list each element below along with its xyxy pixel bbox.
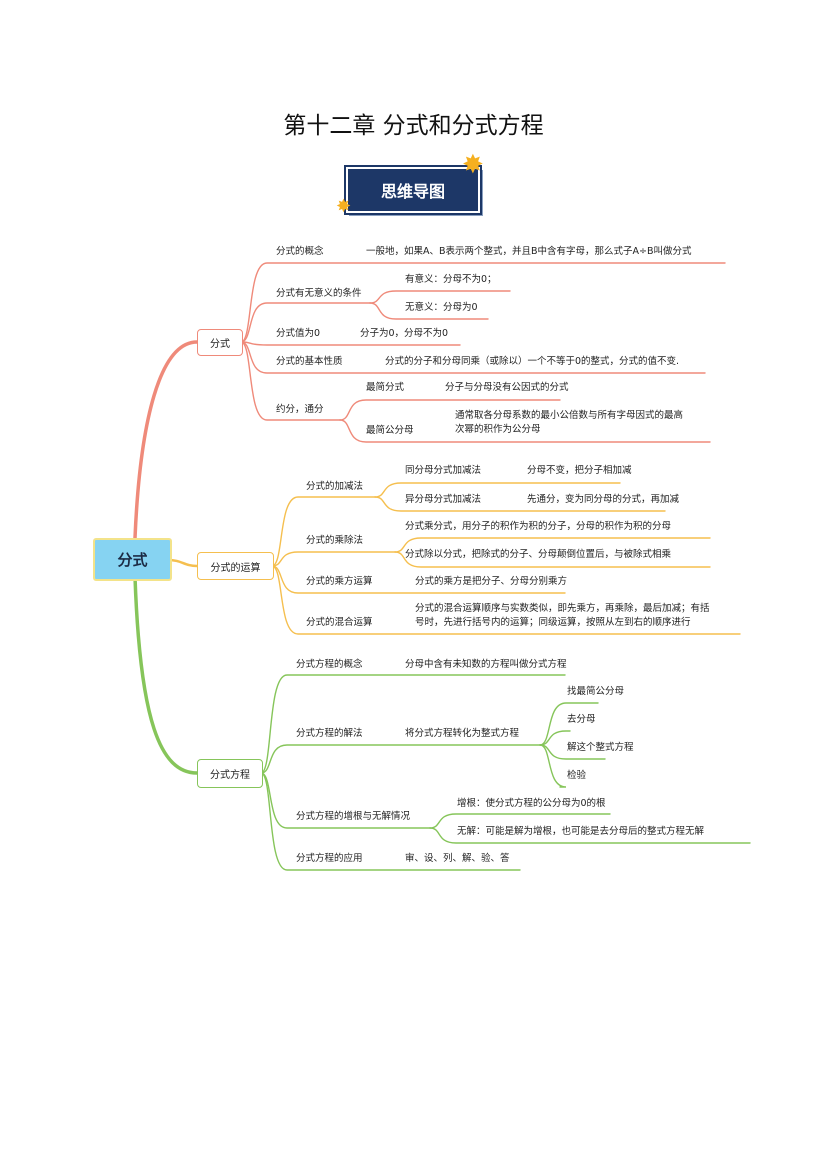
node-text: 分式的乘方是把分子、分母分别乘方 <box>415 576 568 587</box>
connector-line <box>166 558 199 568</box>
step-item: 检验 <box>567 770 587 781</box>
node-label: 同分母分式加减法 <box>405 465 482 476</box>
node-text: 无意义：分母为0 <box>405 302 478 313</box>
node-text: 一般地，如果A、B表示两个整式，并且B中含有字母，那么式子A÷B叫做分式 <box>366 246 692 257</box>
connector-line <box>133 340 199 540</box>
connector-line <box>394 551 711 568</box>
node-text: 次幂的积作为公分母 <box>455 424 541 435</box>
branch-node-fraction[interactable]: 分式 <box>197 329 243 356</box>
connector-line <box>240 341 341 421</box>
connector-line <box>539 702 599 746</box>
node-label: 最简公分母 <box>366 425 414 436</box>
node-text: 增根：使分式方程的公分母为0的根 <box>457 798 606 809</box>
branch-node-operations[interactable]: 分式的运算 <box>197 552 274 580</box>
node-text: 分式除以分式，把除式的分子、分母颠倒位置后，与被除式相乘 <box>405 549 672 560</box>
node-text: 号时，先进行括号内的运算；同级运算，按照从左到右的顺序进行 <box>415 617 691 628</box>
node-text: 分子与分母没有公因式的分式 <box>445 382 569 393</box>
connector-line <box>374 482 621 498</box>
node-label: 分式方程的解法 <box>296 728 363 739</box>
node-label: 分式的基本性质 <box>276 356 343 367</box>
node-label: 分式方程的概念 <box>296 659 363 670</box>
connector-line <box>133 575 199 775</box>
connector-line <box>369 290 511 304</box>
node-label: 分式的概念 <box>276 246 324 257</box>
connector-line <box>240 262 726 343</box>
node-text: 分子为0，分母不为0 <box>360 328 449 339</box>
node-text: 先通分，变为同分母的分式，再加减 <box>527 494 680 505</box>
node-label: 最简分式 <box>366 382 405 393</box>
node-text: 审、设、列、解、验、答 <box>405 853 510 864</box>
node-text: 有意义：分母不为0； <box>405 274 497 285</box>
connector-line <box>260 772 521 871</box>
node-text: 分式的分子和分母同乘（或除以）一个不等于0的整式，分式的值不变. <box>385 356 680 367</box>
node-label: 分式的加减法 <box>306 481 364 492</box>
node-text: 分式的混合运算顺序与实数类似，即先乘方，再乘除，最后加减；有括 <box>415 603 710 614</box>
node-label: 异分母分式加减法 <box>405 494 482 505</box>
node-label: 分式的乘除法 <box>306 535 364 546</box>
connector-line <box>539 744 567 788</box>
connector-line <box>394 537 711 553</box>
node-label: 分式的乘方运算 <box>306 576 373 587</box>
node-text: 通常取各分母系数的最小公倍数与所有字母因式的最高 <box>455 410 684 421</box>
node-text: 将分式方程转化为整式方程 <box>405 728 520 739</box>
connector-line <box>271 551 396 567</box>
node-label: 分式方程的增根与无解情况 <box>296 811 411 822</box>
connector-line <box>369 302 489 320</box>
node-text: 无解：可能是解为增根，也可能是去分母后的整式方程无解 <box>457 826 705 837</box>
node-label: 约分，通分 <box>276 404 324 415</box>
node-text: 分母中含有未知数的方程叫做分式方程 <box>405 659 567 670</box>
mind-map-badge: 思维导图 <box>344 165 482 215</box>
step-item: 解这个整式方程 <box>567 742 634 753</box>
node-label: 分式有无意义的条件 <box>276 288 362 299</box>
connector-line <box>539 730 571 746</box>
node-label: 分式的混合运算 <box>306 617 373 628</box>
star-icon: ✸ <box>336 196 352 217</box>
page-title: 第十二章 分式和分式方程 <box>283 113 544 139</box>
connector-line <box>271 496 376 567</box>
connector-line <box>260 674 566 774</box>
connector-line <box>260 744 541 774</box>
node-text: 分母不变，把分子相加减 <box>527 465 632 476</box>
connector-line <box>429 827 751 844</box>
star-icon: ✸ <box>462 150 484 180</box>
root-node[interactable]: 分式 <box>93 538 172 581</box>
node-label: 分式方程的应用 <box>296 853 363 864</box>
node-label: 分式值为0 <box>276 328 321 339</box>
node-text: 分式乘分式，用分子的积作为积的分子，分母的积作为积的分母 <box>405 521 672 532</box>
step-item: 找最简公分母 <box>567 686 625 697</box>
connector-line <box>339 419 711 443</box>
branch-node-equations[interactable]: 分式方程 <box>197 759 263 788</box>
connector-line <box>271 565 741 635</box>
step-item: 去分母 <box>567 714 596 725</box>
connector-line <box>240 341 461 346</box>
connector-line <box>429 813 611 829</box>
connector-line <box>374 496 666 512</box>
connector-line <box>240 302 371 343</box>
connector-line <box>339 399 561 421</box>
